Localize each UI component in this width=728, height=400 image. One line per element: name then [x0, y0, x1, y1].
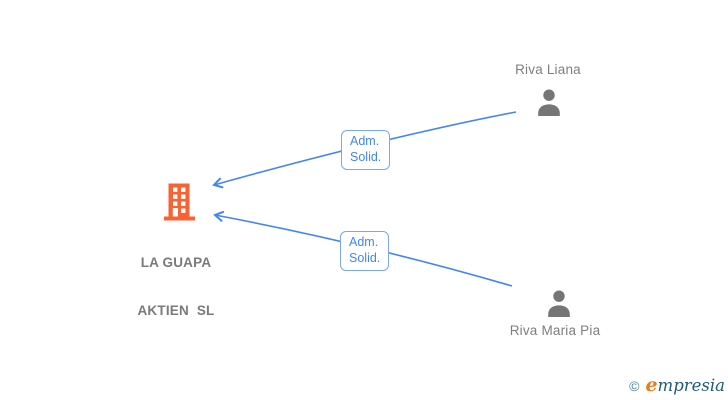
- empresia-logo-rest: mpresia: [657, 376, 725, 395]
- empresia-watermark[interactable]: © empresia: [629, 376, 725, 395]
- person-label-riva-maria-pia[interactable]: Riva Maria Pia: [509, 323, 601, 338]
- relation-label-line1: Adm.: [349, 235, 379, 249]
- empresia-logo-initial: e: [645, 374, 658, 396]
- relation-label-line1: Adm.: [350, 134, 380, 148]
- relation-label-line2: Solid.: [349, 250, 381, 265]
- empresia-logo: empresia: [645, 376, 725, 395]
- relation-box-adm-solid-1: Adm. Solid.: [341, 130, 391, 170]
- copyright-icon: ©: [629, 378, 640, 394]
- person-label-riva-liana[interactable]: Riva Liana: [515, 62, 581, 77]
- company-name-line1: LA GUAPA: [140, 255, 212, 270]
- person-icon-riva-liana[interactable]: [534, 89, 564, 116]
- relation-label-line2: Solid.: [350, 149, 382, 164]
- company-name-line2: AKTIEN SL: [137, 303, 215, 318]
- relation-box-adm-solid-2: Adm. Solid.: [340, 231, 390, 271]
- building-icon[interactable]: [160, 182, 198, 222]
- company-node-label[interactable]: LA GUAPA AKTIEN SL: [106, 223, 246, 351]
- person-icon-riva-maria-pia[interactable]: [544, 290, 574, 317]
